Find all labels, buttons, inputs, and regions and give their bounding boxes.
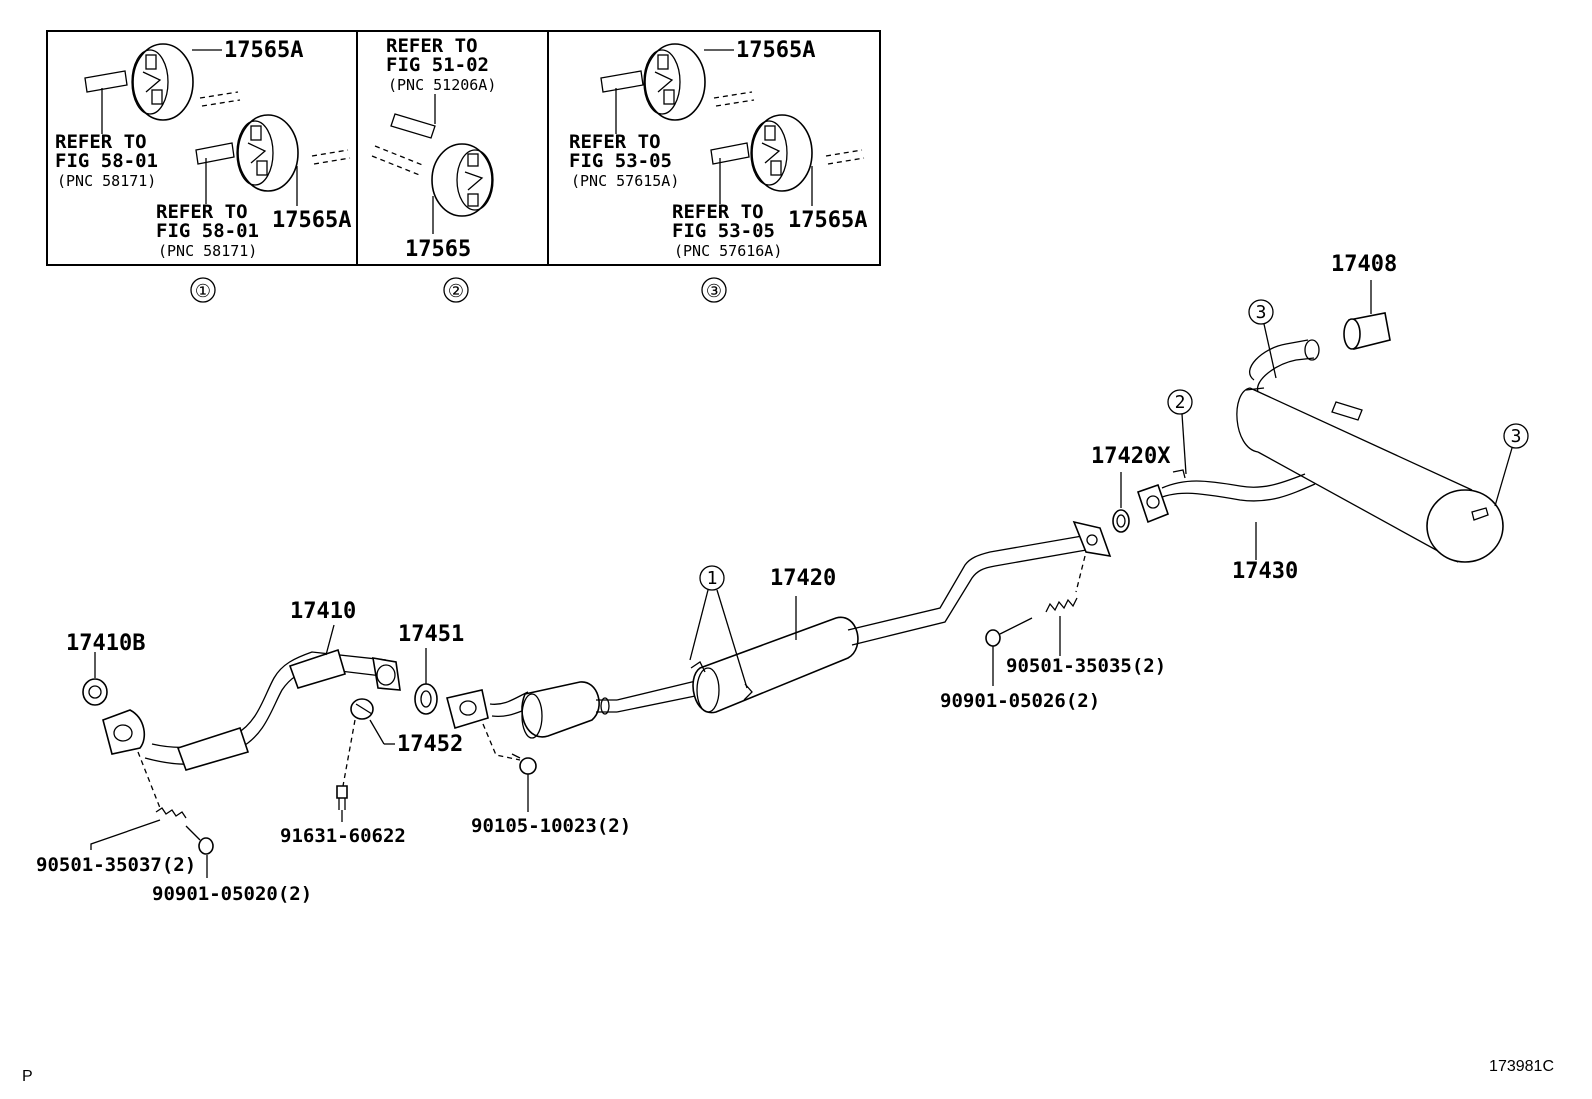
bolt-icon (511, 753, 537, 775)
rubber-hanger-icon (84, 43, 241, 121)
part-label: 17410B (66, 631, 145, 656)
part-label: 90105-10023(2) (471, 815, 631, 837)
svg-text:3: 3 (1511, 426, 1522, 447)
inset-frame (46, 30, 881, 266)
inset-number: ① (190, 277, 216, 303)
tail-pipe (1136, 469, 1316, 524)
svg-text:2: 2 (1175, 392, 1186, 413)
refer-label: FIG 58-01 (156, 220, 259, 242)
part-label: 17565A (224, 38, 303, 63)
tail-muffler (1236, 339, 1504, 563)
part-label: 17452 (397, 732, 463, 757)
refer-label: FIG 58-01 (55, 150, 158, 172)
callout-3: 3 (1494, 423, 1529, 507)
rubber-hanger-icon (371, 113, 494, 217)
tail-pipe-tip (1343, 280, 1391, 350)
part-label: 90501-35035(2) (1006, 655, 1166, 677)
part-label: 17451 (398, 622, 464, 647)
inset-1: 17565A REFER TO FIG 58-01 (PNC 58171) RE… (55, 38, 351, 260)
refer-label: REFER TO (386, 35, 478, 57)
part-label: 17565A (272, 208, 351, 233)
refer-label: FIG 53-05 (569, 150, 672, 172)
part-label: 17430 (1232, 559, 1298, 584)
inset-2: REFER TO FIG 51-02 (PNC 51206A) 17565 (371, 35, 496, 262)
svg-text:①: ① (195, 281, 211, 302)
rubber-hanger-icon (710, 114, 865, 192)
part-label: 17420 (770, 566, 836, 591)
callout-1: 1 (689, 565, 748, 689)
refer-label: REFER TO (156, 201, 248, 223)
svg-text:②: ② (448, 281, 464, 302)
refer-label: FIG 51-02 (386, 54, 489, 76)
front-exhaust-pipe (102, 648, 401, 771)
bolt-icon (985, 617, 1033, 647)
callout-3: 3 (1248, 299, 1277, 379)
refer-label: REFER TO (569, 131, 661, 153)
figure-id: 173981C (1489, 1058, 1554, 1075)
clamp-17452 (350, 698, 374, 720)
pnc-label: (PNC 58171) (57, 172, 156, 190)
svg-text:1: 1 (707, 568, 718, 589)
rubber-hanger-icon (600, 43, 755, 121)
part-label: 17565A (736, 38, 815, 63)
bolt-icon (185, 825, 214, 855)
part-label: 17420X (1091, 444, 1170, 469)
part-label: 17565 (405, 237, 471, 262)
part-label: 17565A (788, 208, 867, 233)
pnc-label: (PNC 58171) (158, 242, 257, 260)
pnc-label: (PNC 57616A) (674, 242, 782, 260)
inset-3: 17565A REFER TO FIG 53-05 (PNC 57615A) R… (569, 38, 867, 260)
refer-label: FIG 53-05 (672, 220, 775, 242)
spring-icon (155, 807, 187, 819)
part-label: 17408 (1331, 252, 1397, 277)
gasket-17410b (82, 678, 108, 706)
refer-label: REFER TO (55, 131, 147, 153)
spring-icon (1045, 597, 1078, 613)
part-label: 90901-05026(2) (940, 690, 1100, 712)
gasket-17451 (414, 683, 438, 715)
part-label: 90501-35037(2) (36, 854, 196, 876)
pnc-label: (PNC 57615A) (571, 172, 679, 190)
svg-text:③: ③ (706, 281, 722, 302)
inset-panel: 17565A REFER TO FIG 58-01 (PNC 58171) RE… (46, 30, 881, 303)
part-label: 17410 (290, 599, 356, 624)
svg-text:3: 3 (1256, 302, 1267, 323)
part-label: 90901-05020(2) (152, 883, 312, 905)
refer-label: REFER TO (672, 201, 764, 223)
footer-left: P (22, 1068, 33, 1085)
gasket-17420x (1112, 509, 1130, 533)
part-label: 91631-60622 (280, 825, 406, 847)
bolt-icon (336, 785, 348, 810)
inset-number: ② (443, 277, 469, 303)
rubber-hanger-icon (195, 114, 351, 192)
catalytic-converter (446, 681, 617, 739)
pnc-label: (PNC 51206A) (388, 76, 496, 94)
inset-number: ③ (701, 277, 727, 303)
callout-2: 2 (1167, 389, 1193, 475)
center-exhaust-pipe (616, 520, 1112, 714)
